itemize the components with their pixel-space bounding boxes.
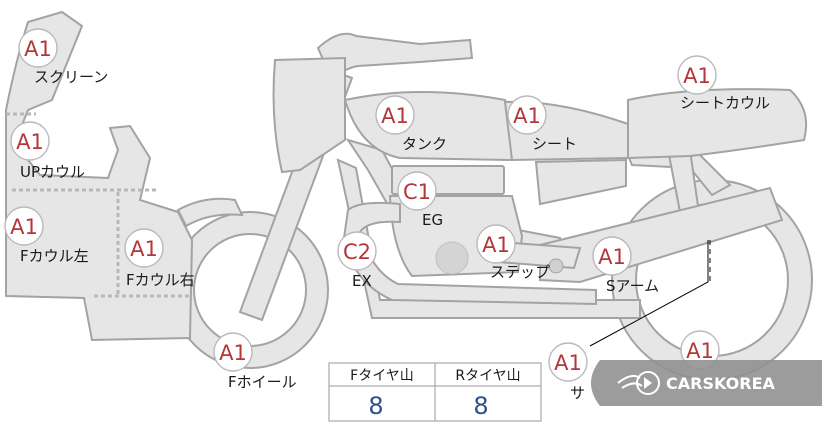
grade-screen-value: A1 <box>24 37 52 61</box>
grade-step: A1 ステップ <box>476 224 550 281</box>
grade-fcowl-right-value: A1 <box>130 237 158 261</box>
label-muffler: サ <box>570 384 585 402</box>
tread-value-front: 8 <box>368 392 383 420</box>
tread-value-rear: 8 <box>473 392 488 420</box>
watermark-text: CARSKOREA <box>666 374 776 393</box>
tread-header-rear: Rタイヤ山 <box>455 368 520 384</box>
grade-muffler-value: A1 <box>554 351 582 375</box>
label-fcowl-right: Fカウル右 <box>126 271 195 289</box>
label-screen: スクリーン <box>34 68 108 86</box>
label-fcowl-left: Fカウル左 <box>20 247 89 265</box>
label-engine: EG <box>422 211 443 229</box>
grade-engine-value: C1 <box>403 180 431 204</box>
carskorea-logo-icon <box>617 371 660 395</box>
rear-body-shape <box>272 56 346 174</box>
grade-screen: A1 スクリーン <box>18 28 108 86</box>
tread-table: Fタイヤ山 Rタイヤ山 8 8 <box>328 362 542 422</box>
step-peg-shape <box>548 258 564 274</box>
tread-header-front: Fタイヤ山 <box>350 368 414 384</box>
grade-step-value: A1 <box>482 233 510 257</box>
grade-seat: A1 シート <box>507 95 577 153</box>
grade-tank: A1 タンク <box>375 95 447 153</box>
front-fender-shape <box>176 197 244 228</box>
grade-fwheel-value: A1 <box>219 341 247 365</box>
label-seat-cowl: シートカウル <box>680 94 770 112</box>
grade-seat-value: A1 <box>513 104 541 128</box>
grade-muffler: A1 サ <box>548 342 588 402</box>
grade-seat-cowl-value: A1 <box>683 64 711 88</box>
grade-rwheel-value: A1 <box>686 339 714 363</box>
grade-upcowl-value: A1 <box>16 130 44 154</box>
grade-fwheel: A1 Fホイール <box>213 332 297 391</box>
label-upcowl: UPカウル <box>20 163 85 181</box>
grade-fcowl-right: A1 Fカウル右 <box>124 228 195 289</box>
grade-fcowl-left: A1 Fカウル左 <box>4 206 89 265</box>
label-tank: タンク <box>402 135 447 153</box>
label-swingarm: Sアーム <box>606 277 659 295</box>
label-seat: シート <box>532 135 577 153</box>
grade-exhaust: C2 EX <box>337 231 377 290</box>
grade-rwheel: A1 <box>680 330 720 370</box>
label-exhaust: EX <box>352 272 372 290</box>
grade-swingarm-value: A1 <box>598 245 626 269</box>
grade-seat-cowl: A1 シートカウル <box>677 55 770 112</box>
label-step: ステップ <box>490 263 550 281</box>
grade-fcowl-left-value: A1 <box>10 215 38 239</box>
label-fwheel: Fホイール <box>228 373 297 391</box>
watermark-badge: CARSKOREA <box>591 360 822 406</box>
grade-upcowl: A1 UPカウル <box>10 121 85 181</box>
grade-swingarm: A1 Sアーム <box>592 236 659 295</box>
motorcycle-silhouette <box>5 10 813 381</box>
pointer-line-swingarm <box>589 240 709 347</box>
engine-cover-shape <box>435 241 469 275</box>
side-panel-shape <box>534 158 627 206</box>
grade-engine: C1 EG <box>397 171 443 229</box>
grade-tank-value: A1 <box>381 104 409 128</box>
down-tube-shape <box>336 158 641 319</box>
grade-exhaust-value: C2 <box>343 240 371 264</box>
